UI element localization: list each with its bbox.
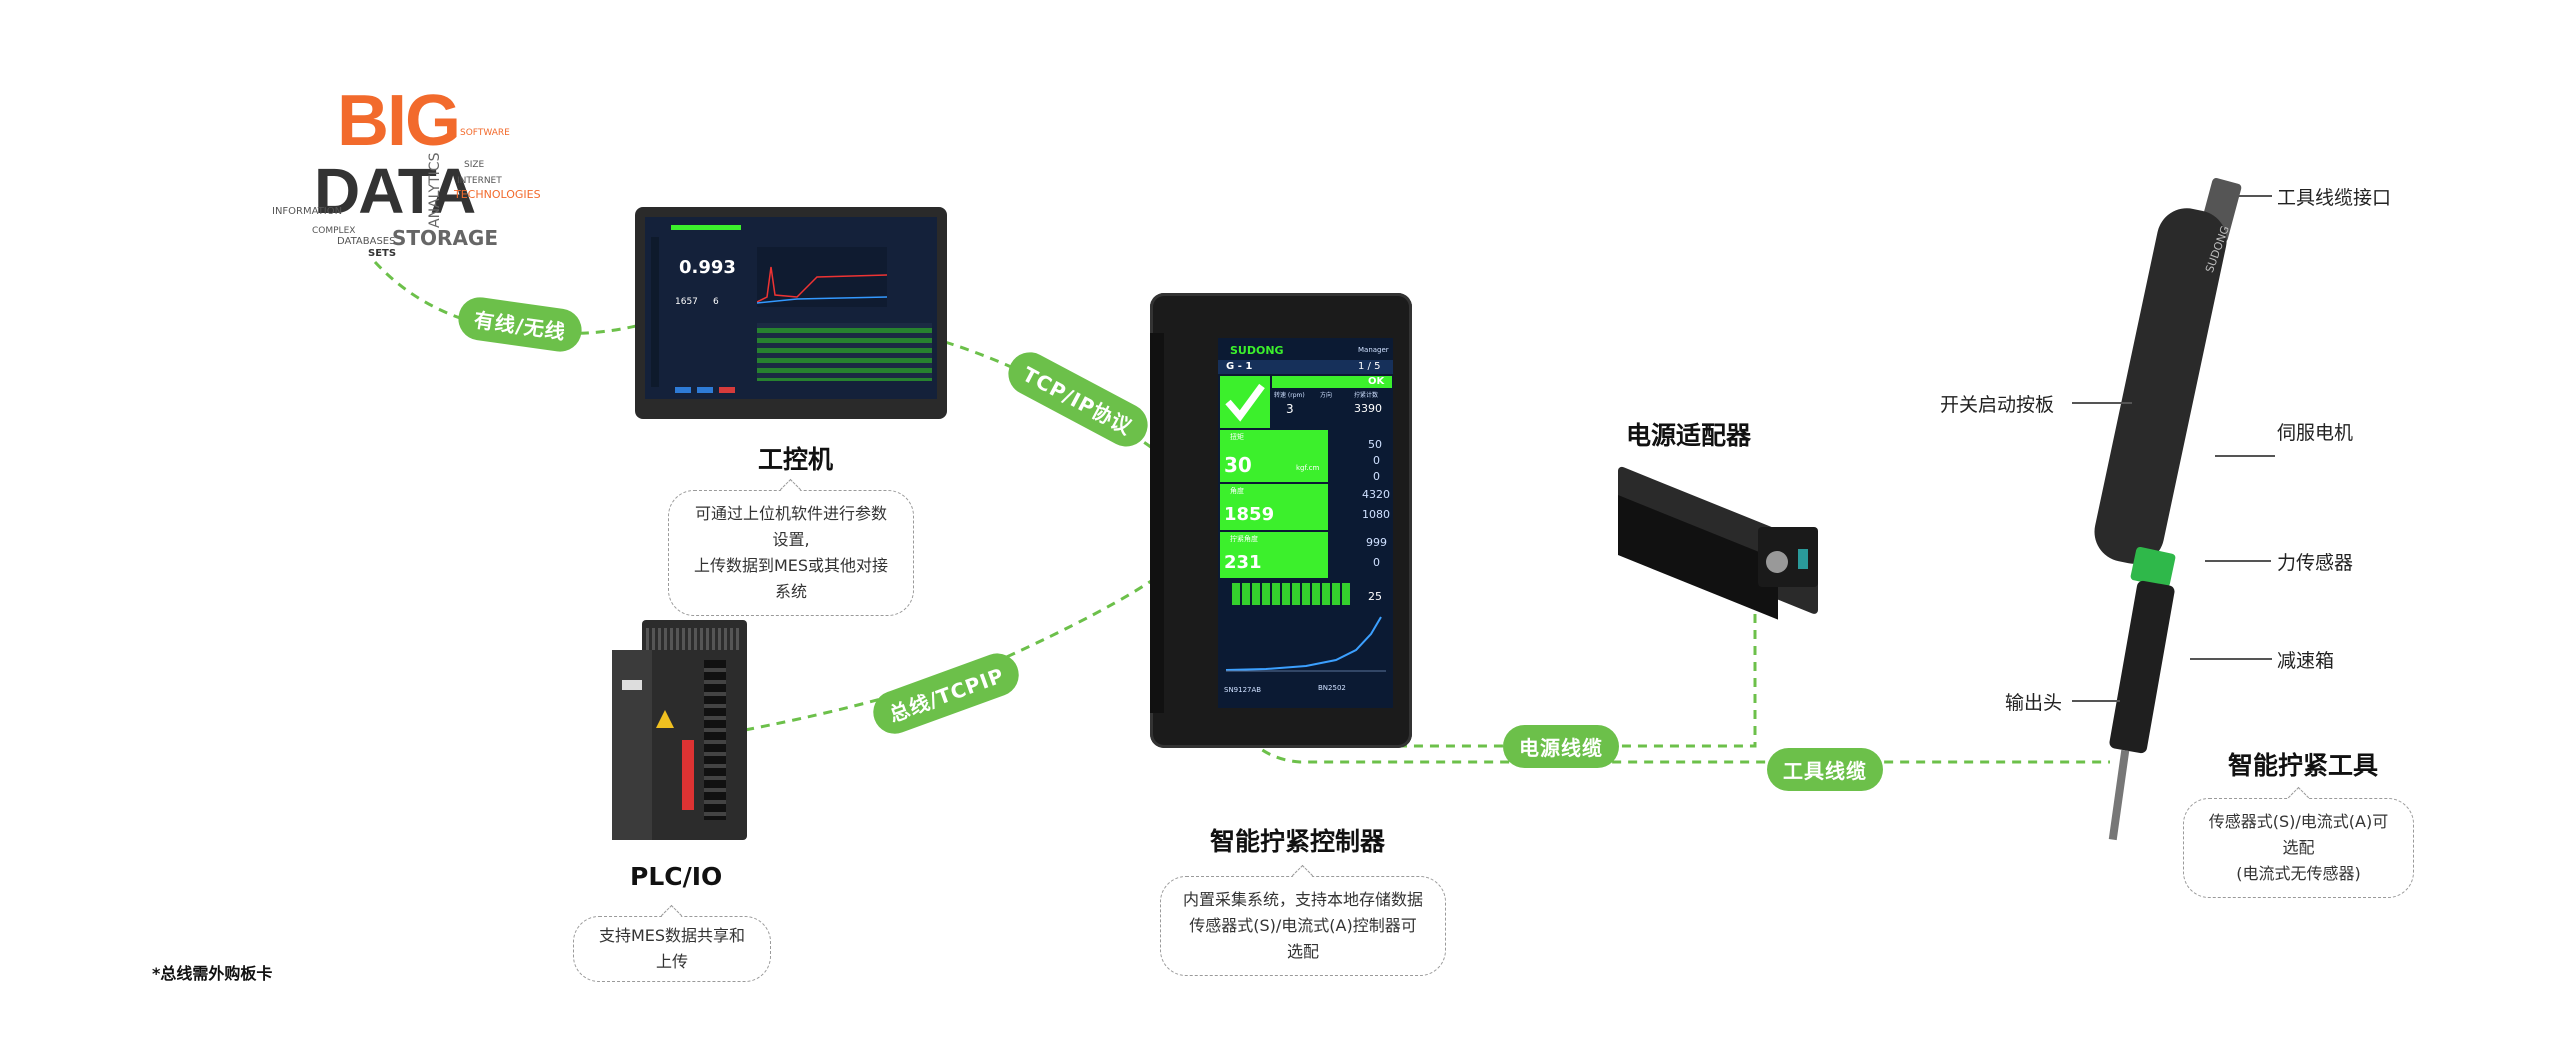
cloud-word: ANALYTICS bbox=[427, 152, 443, 228]
torque-value: 30 bbox=[1224, 453, 1252, 477]
side-value: 1080 bbox=[1362, 508, 1390, 521]
controller-device: SUDONG Manager G - 1 1 / 5 OK 转速 (rpm) 3… bbox=[1150, 293, 1412, 748]
tool-note-line2: (电流式无传感器) bbox=[2236, 864, 2361, 883]
plc-title: PLC/IO bbox=[630, 862, 723, 891]
ipc-title: 工控机 bbox=[758, 445, 834, 474]
callout-line bbox=[2072, 402, 2132, 404]
cloud-word: COMPLEX bbox=[312, 226, 356, 236]
ipc-value: 0.993 bbox=[679, 257, 736, 278]
ok-panel bbox=[1220, 376, 1270, 428]
callout-servo: 伺服电机 bbox=[2277, 422, 2354, 444]
data-word: DATA bbox=[314, 155, 476, 227]
torque-label: 扭矩 bbox=[1230, 433, 1244, 441]
link-label-power-cable: 电源线缆 bbox=[1503, 725, 1619, 768]
count-label: 拧紧计数 bbox=[1354, 392, 1379, 399]
cloud-word: DATABASES bbox=[337, 236, 396, 247]
controller-brand: SUDONG bbox=[1230, 344, 1284, 357]
side-value: 0 bbox=[1373, 454, 1380, 467]
cloud-word: INFORMATION bbox=[272, 206, 343, 217]
callout-line bbox=[2210, 195, 2272, 197]
tool-note: 传感器式(S)/电流式(A)可选配 (电流式无传感器) bbox=[2183, 786, 2414, 898]
tightening-tool: SUDONG bbox=[2085, 170, 2265, 890]
depth-panel bbox=[1220, 532, 1328, 578]
power-adapter bbox=[1618, 465, 1823, 620]
footnote: *总线需外购板卡 bbox=[152, 964, 273, 983]
callout-cable-port: 工具线缆接口 bbox=[2277, 187, 2392, 209]
callout-line bbox=[2072, 700, 2120, 702]
speed-value: 3 bbox=[1286, 402, 1294, 416]
controller-note: 内置采集系统，支持本地存储数据 传感器式(S)/电流式(A)控制器可选配 bbox=[1160, 864, 1446, 976]
side-value: 4320 bbox=[1362, 488, 1390, 501]
plc-note: 支持MES数据共享和上传 bbox=[573, 904, 771, 982]
controller-screen: SUDONG Manager G - 1 1 / 5 OK 转速 (rpm) 3… bbox=[1218, 338, 1393, 708]
callout-trigger: 开关启动按板 bbox=[1940, 394, 2055, 416]
side-value: 0 bbox=[1373, 556, 1380, 569]
ipc-note: 可通过上位机软件进行参数设置, 上传数据到MES或其他对接系统 bbox=[668, 478, 914, 616]
ipc-graph bbox=[757, 247, 887, 307]
angle-value: 1859 bbox=[1224, 504, 1275, 525]
callout-line bbox=[2215, 455, 2275, 457]
cloud-word: INTERNET bbox=[457, 176, 502, 186]
big-data-cloud: BIG DATA ANALYTICS STORAGE TECHNOLOGIES … bbox=[232, 81, 541, 278]
industrial-pc-monitor: 0.993 1657 6 bbox=[635, 207, 947, 419]
side-value: 50 bbox=[1368, 438, 1382, 451]
adapter-title: 电源适配器 bbox=[1626, 421, 1752, 450]
depth-label: 拧紧角度 bbox=[1230, 535, 1258, 543]
controller-code: BN2502 bbox=[1318, 684, 1346, 692]
check-icon bbox=[1225, 383, 1265, 422]
dir-label: 方向 bbox=[1320, 392, 1333, 399]
side-value: 999 bbox=[1366, 536, 1387, 549]
cloud-word: SIZE bbox=[464, 160, 485, 170]
controller-user: Manager bbox=[1358, 346, 1389, 354]
angle-label: 角度 bbox=[1230, 487, 1244, 495]
side-value: 0 bbox=[1373, 470, 1380, 483]
ok-status: OK bbox=[1368, 376, 1385, 387]
plc-device bbox=[612, 620, 747, 840]
controller-serial: SN9127AB bbox=[1224, 686, 1262, 694]
cloud-word: STORAGE bbox=[392, 226, 499, 250]
callout-force-sensor: 力传感器 bbox=[2277, 552, 2354, 574]
torque-unit: kgf.cm bbox=[1296, 464, 1320, 472]
tool-note-line1: 传感器式(S)/电流式(A)可选配 bbox=[2208, 812, 2389, 857]
cloud-word: TECHNOLOGIES bbox=[454, 188, 541, 201]
ipc-count: 1657 bbox=[675, 297, 698, 307]
controller-note-line2: 传感器式(S)/电流式(A)控制器可选配 bbox=[1189, 916, 1417, 961]
callout-line bbox=[2205, 560, 2271, 562]
count-value: 3390 bbox=[1354, 402, 1382, 415]
controller-group: G - 1 bbox=[1226, 361, 1253, 372]
controller-page: 1 / 5 bbox=[1358, 361, 1381, 372]
callout-reducer: 减速箱 bbox=[2277, 650, 2335, 672]
tool-title: 智能拧紧工具 bbox=[2228, 751, 2379, 780]
controller-note-line1: 内置采集系统，支持本地存储数据 bbox=[1183, 890, 1424, 909]
callout-line bbox=[2190, 658, 2272, 660]
ipc-note-line2: 上传数据到MES或其他对接系统 bbox=[693, 556, 889, 601]
ipc-screen: 0.993 1657 6 bbox=[645, 217, 937, 399]
torque-panel bbox=[1220, 430, 1328, 482]
depth-value: 231 bbox=[1224, 552, 1262, 573]
cloud-word: SETS bbox=[368, 248, 397, 259]
controller-title: 智能拧紧控制器 bbox=[1210, 827, 1386, 856]
plc-note-text: 支持MES数据共享和上传 bbox=[598, 926, 746, 971]
cloud-word: SOFTWARE bbox=[460, 128, 510, 138]
controller-curve bbox=[1226, 616, 1386, 672]
callout-output: 输出头 bbox=[2005, 692, 2063, 714]
ipc-note-line1: 可通过上位机软件进行参数设置, bbox=[694, 504, 887, 549]
pass-count: 25 bbox=[1368, 590, 1382, 603]
link-label-tool-cable: 工具线缆 bbox=[1767, 748, 1883, 791]
speed-label: 转速 (rpm) bbox=[1274, 392, 1305, 399]
angle-panel bbox=[1220, 484, 1328, 530]
io-grid bbox=[1232, 583, 1352, 605]
big-word: BIG bbox=[337, 81, 461, 161]
ipc-small: 6 bbox=[713, 297, 719, 307]
